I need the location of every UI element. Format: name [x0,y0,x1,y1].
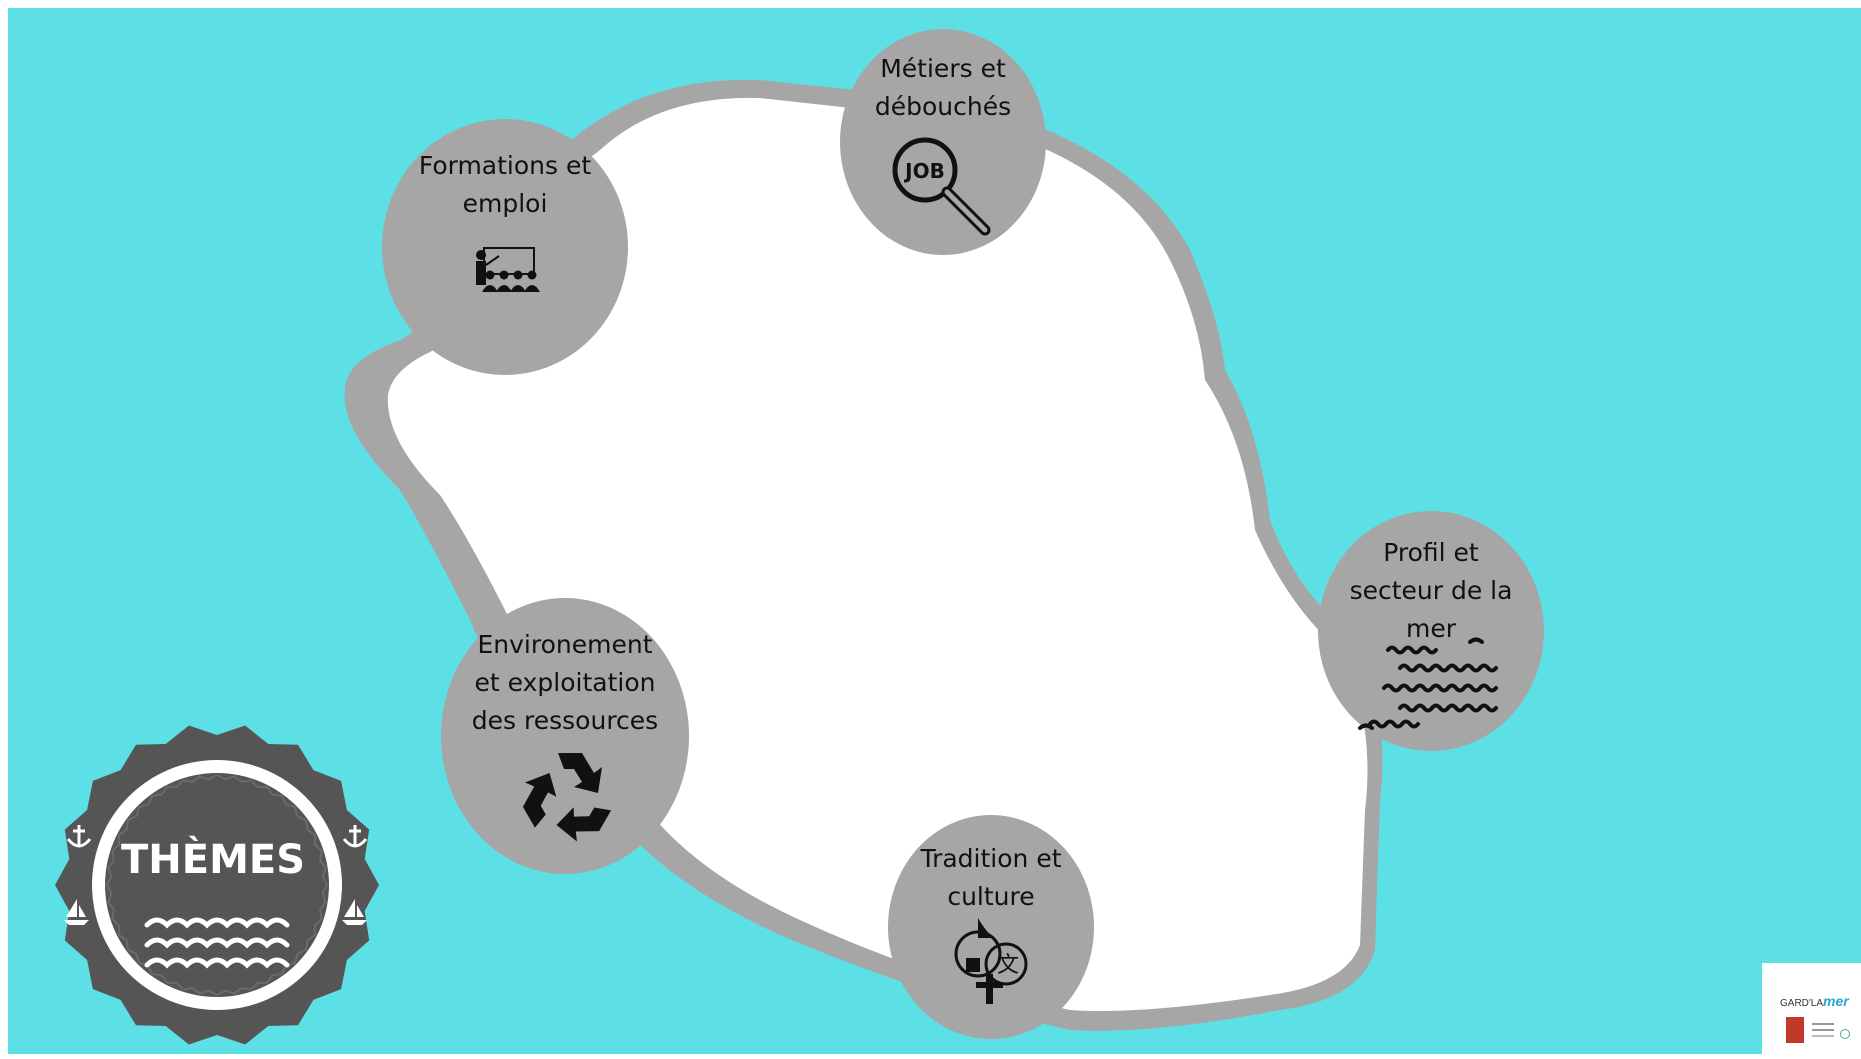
culture-religion-language-icon: 文 [954,918,1028,1004]
theme-bubble-profil[interactable] [1318,511,1544,751]
gardlamer-logo[interactable]: GARD'LAmer [1762,963,1861,1054]
magnifier-handle-inner [944,189,988,233]
job-search-magnifier-icon: JOB [892,137,991,236]
wave-stroke [1398,663,1498,673]
themes-badge[interactable]: THÈMES [55,725,379,1045]
wave-stroke [1368,719,1420,729]
magnifier-lens [892,137,958,203]
wave-stroke [1358,723,1374,730]
student-body [496,285,512,292]
recycle-arrow-shape [522,773,557,828]
student-head [485,270,495,280]
theme-bubble-tradition[interactable] [888,815,1094,1039]
logo-brand-accent: mer [1823,993,1849,1009]
recycle-arrow [522,773,557,828]
wave-stroke [1398,703,1498,713]
sea-waves-icon [1358,637,1498,730]
recycle-icon [522,753,612,842]
badge-title: THÈMES [121,835,305,883]
anchor-icon [342,825,368,848]
badge-inner-scallop [105,773,329,997]
waves-icon [144,917,290,929]
pointer-stick [485,255,500,266]
job-text-glyph: JOB [903,159,945,183]
recycle-arrow [558,753,602,793]
student-head [513,270,523,280]
waves-icon [144,937,290,949]
language-glyph: 文 [997,953,1019,978]
culture-circle-right [984,942,1028,986]
hull [342,920,367,925]
wave-stroke [1386,645,1438,655]
anchor-icon [66,825,92,848]
teacher-body [476,261,486,285]
logo-wordmark: GARD'LAmer [1780,993,1849,1009]
student-body [510,285,526,292]
wave-stroke [1468,637,1484,644]
teacher-classroom-icon [476,247,540,292]
anchor-fluke [342,838,368,848]
cross-horizontal [976,982,1003,988]
recycle-arrow-shape [556,807,612,842]
logo-brand-prefix: GARD'LA [1780,998,1824,1009]
culture-garment [966,958,980,972]
sailboat-icon [342,899,367,925]
theme-node-formations[interactable] [382,119,628,375]
anchor-fluke [66,838,92,848]
theme-node-tradition[interactable]: 文 [888,815,1094,1039]
sail [66,899,77,917]
theme-node-profil[interactable] [1318,511,1544,751]
theme-node-environnement[interactable] [441,598,689,874]
sailboat-icon [64,899,89,925]
hull [64,920,89,925]
logo-partner-dot [1840,1029,1850,1039]
recycle-arrow-shape [558,753,602,793]
wave-stroke [1382,683,1498,693]
student-body [524,285,540,292]
cross-vertical [986,974,993,1004]
theme-node-metiers[interactable]: JOB [840,29,1046,255]
student-head [499,270,509,280]
waves-icon [144,957,290,969]
teacher-head [476,250,486,260]
sail-small [357,905,364,917]
praying-hands [978,918,994,938]
student-body [482,285,498,292]
logo-partner-lines [1812,1023,1834,1025]
theme-bubble-environnement[interactable] [441,598,689,874]
logo-partner-marks [1786,1017,1804,1043]
sail-small [79,905,86,917]
student-head [527,270,537,280]
recycle-arrow [556,807,612,842]
theme-bubble-metiers[interactable] [840,29,1046,255]
sail [344,899,355,917]
